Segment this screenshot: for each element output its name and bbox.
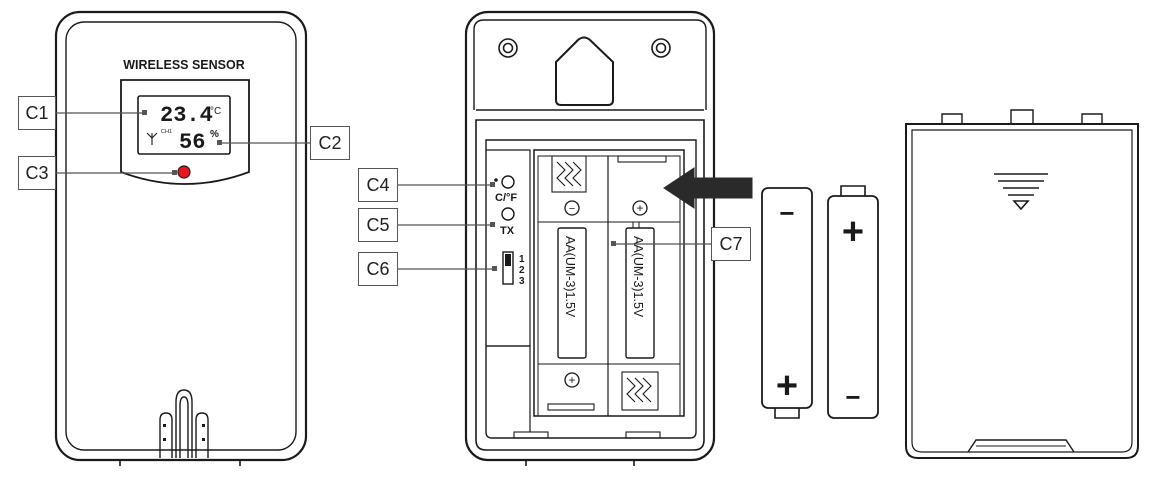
lcd-screen — [137, 95, 231, 155]
battery-left-bottom-symbol: + — [776, 365, 798, 407]
battery-right — [827, 185, 879, 419]
sensor-title: WIRELESS SENSOR — [123, 58, 245, 72]
display-housing — [120, 79, 250, 185]
lcd-channel: CH1 — [161, 129, 172, 135]
tray-plus-bottom: + — [568, 373, 575, 387]
callout-leaders — [56, 110, 711, 271]
cf-button-label: C/°F — [495, 192, 517, 204]
tx-button — [501, 207, 515, 221]
lcd-humidity-unit: % — [210, 129, 219, 140]
grip-ridges — [994, 173, 1048, 211]
sensor-front-unit: WIRELESS SENSOR 23.4 °C CH1 56 % — [54, 10, 308, 466]
screw-hole-left — [498, 38, 518, 58]
cf-button — [501, 175, 515, 189]
battery-slot-left — [557, 227, 587, 359]
antenna-icon — [146, 132, 158, 145]
battery-slot-right — [625, 227, 655, 359]
sensor-back-unit: − + AA(UM-3)1.5V AA(UM-3)1.5V + C/°F TX … — [464, 10, 716, 466]
battery-right-top-symbol: + — [842, 211, 864, 253]
battery-slot-right-text: AA(UM-3)1.5V — [631, 236, 645, 318]
insert-arrow — [663, 167, 753, 209]
spring-contact-top — [551, 155, 587, 193]
flat-contact-top — [617, 155, 667, 163]
callout-c5: C5 — [358, 208, 398, 242]
screw-hole-right — [651, 38, 671, 58]
battery-left-top-symbol: − — [779, 198, 794, 228]
led-indicator — [177, 165, 191, 179]
callout-c3: C3 — [18, 156, 56, 190]
hanging-hole — [555, 36, 614, 106]
lcd-humidity: 56 — [179, 130, 205, 155]
battery-right-bottom-symbol: − — [845, 382, 860, 412]
channel-pos-1: 1 — [519, 254, 525, 265]
battery-left — [761, 187, 813, 419]
battery-slot-left-text: AA(UM-3)1.5V — [563, 236, 577, 318]
callout-c7: C7 — [711, 227, 751, 261]
callout-c4: C4 — [358, 168, 398, 202]
tx-button-label: TX — [500, 225, 515, 237]
channel-switch — [502, 251, 514, 285]
lcd-temp-unit: °C — [210, 106, 221, 117]
lcd-temperature: 23.4 — [160, 103, 213, 128]
cover-latch — [967, 439, 1075, 453]
callout-c1: C1 — [18, 96, 56, 130]
battery-cover — [905, 109, 1139, 459]
callout-c6: C6 — [358, 252, 398, 286]
tray-minus-top: − — [569, 203, 575, 215]
hanging-clip — [159, 389, 209, 458]
callout-c2: C2 — [310, 126, 350, 160]
channel-pos-2: 2 — [519, 265, 525, 276]
flat-contact-bottom — [547, 403, 595, 411]
spring-contact-bottom — [621, 371, 659, 411]
tray-plus-top: + — [636, 201, 643, 215]
channel-pos-3: 3 — [519, 276, 525, 287]
